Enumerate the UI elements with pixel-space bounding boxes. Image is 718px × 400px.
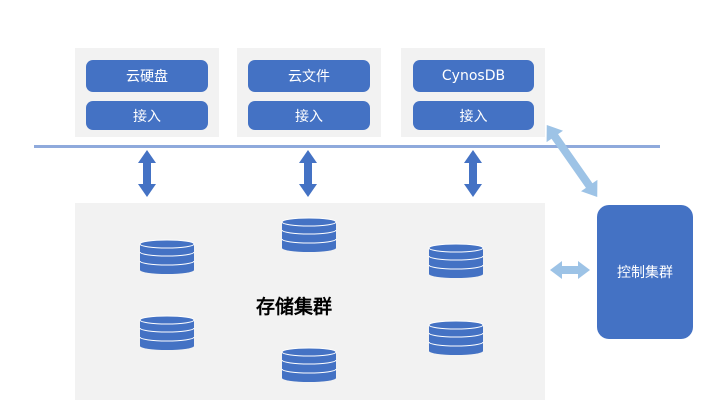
double-arrow-cynosdb-control	[546, 124, 598, 198]
service-access-cynosdb: 接入	[413, 101, 534, 130]
double-arrow-storage-control	[550, 261, 590, 279]
service-name-cynosdb: CynosDB	[413, 60, 534, 92]
double-arrow-cynosdb	[464, 150, 482, 197]
service-name-cloud-file: 云文件	[248, 60, 370, 92]
database-icon	[428, 243, 484, 279]
storage-cluster-label: 存储集群	[256, 296, 333, 318]
database-icon	[428, 320, 484, 356]
control-cluster-box: 控制集群	[597, 205, 693, 339]
database-icon	[281, 347, 337, 383]
control-cluster-label: 控制集群	[617, 265, 673, 281]
network-line	[34, 145, 660, 148]
double-arrow-cloud-file	[299, 150, 317, 197]
database-icon	[281, 217, 337, 253]
service-name-cloud-disk: 云硬盘	[86, 60, 208, 92]
database-icon	[139, 239, 195, 275]
service-access-cloud-file: 接入	[248, 101, 370, 130]
service-access-cloud-disk: 接入	[86, 101, 208, 130]
database-icon	[139, 315, 195, 351]
double-arrow-cloud-disk	[138, 150, 156, 197]
